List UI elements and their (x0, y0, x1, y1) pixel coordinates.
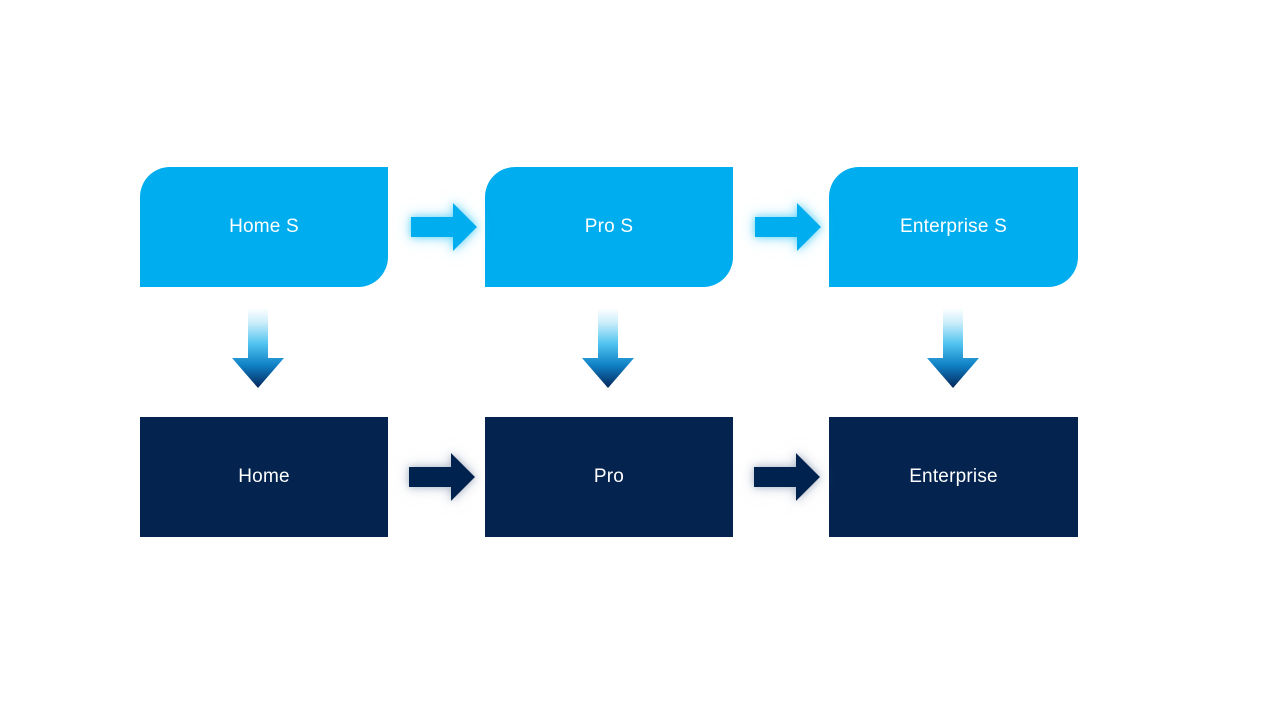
connector-home-s-to-home (228, 308, 288, 390)
arrow-right-icon (411, 203, 477, 251)
connector-pro-to-enterprise (752, 449, 822, 505)
node-label-pro-s: Pro S (584, 215, 634, 237)
arrow-right-icon (754, 453, 820, 501)
node-home-s[interactable]: Home S (140, 167, 388, 287)
arrow-down-icon (232, 308, 284, 388)
connector-pro-s-to-pro (578, 308, 638, 390)
node-label-home: Home (238, 465, 290, 487)
arrow-right-icon (409, 453, 475, 501)
connector-home-s-to-pro-s (409, 199, 479, 255)
node-label-enterprise: Enterprise (909, 465, 998, 487)
node-enterprise-s[interactable]: Enterprise S (829, 167, 1078, 287)
node-pro[interactable]: Pro (485, 417, 733, 537)
node-home[interactable]: Home (140, 417, 388, 537)
node-label-pro: Pro (593, 465, 625, 487)
node-label-enterprise-s: Enterprise S (900, 215, 1007, 237)
arrow-down-icon (582, 308, 634, 388)
arrow-down-icon (927, 308, 979, 388)
connector-enterprise-s-to-enterprise (923, 308, 983, 390)
arrow-right-icon (755, 203, 821, 251)
connector-pro-s-to-enterprise-s (753, 199, 823, 255)
connector-home-to-pro (407, 449, 477, 505)
node-pro-s[interactable]: Pro S (485, 167, 733, 287)
node-label-home-s: Home S (229, 215, 299, 237)
node-enterprise[interactable]: Enterprise (829, 417, 1078, 537)
